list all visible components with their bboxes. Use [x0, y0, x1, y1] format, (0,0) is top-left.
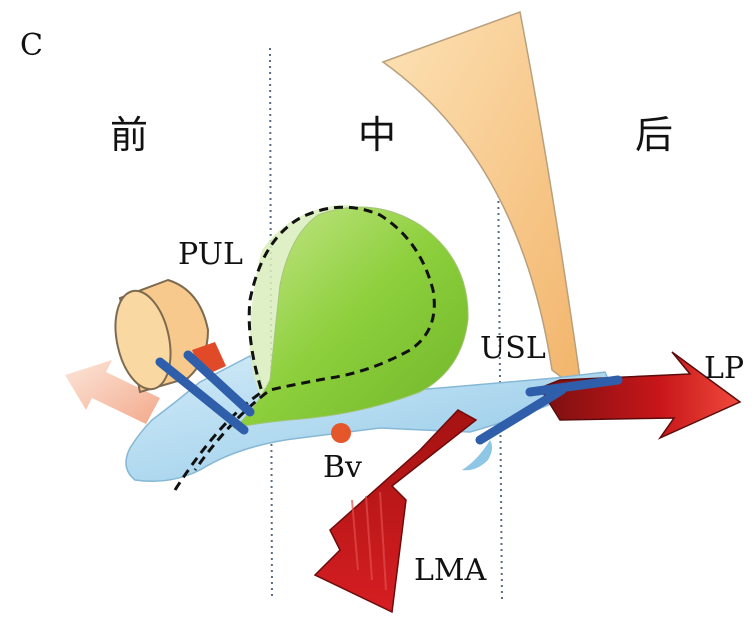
pubic-bone-cylinder [114, 278, 210, 394]
region-label-anterior: 前 [110, 113, 148, 157]
bladder-green [233, 206, 469, 429]
region-label-posterior: 后 [635, 113, 673, 157]
bv-dot [331, 423, 351, 443]
label-bv: Bv [323, 450, 362, 485]
label-pul: PUL [178, 237, 243, 272]
usl-band-2 [525, 375, 623, 397]
label-usl: USL [480, 331, 546, 366]
panel-letter: C [20, 28, 43, 63]
label-lma: LMA [414, 553, 487, 588]
lma-arrow-stripes [351, 491, 387, 591]
pubourethral-band-2 [183, 350, 255, 417]
blue-hook [462, 440, 493, 471]
pubourethral-band-1 [155, 357, 249, 435]
usl-band-1 [475, 385, 567, 445]
lma-arrow [313, 409, 478, 614]
region-label-middle: 中 [358, 113, 396, 157]
anterior-faint-arrow [65, 360, 160, 424]
label-lp: LP [704, 351, 744, 386]
